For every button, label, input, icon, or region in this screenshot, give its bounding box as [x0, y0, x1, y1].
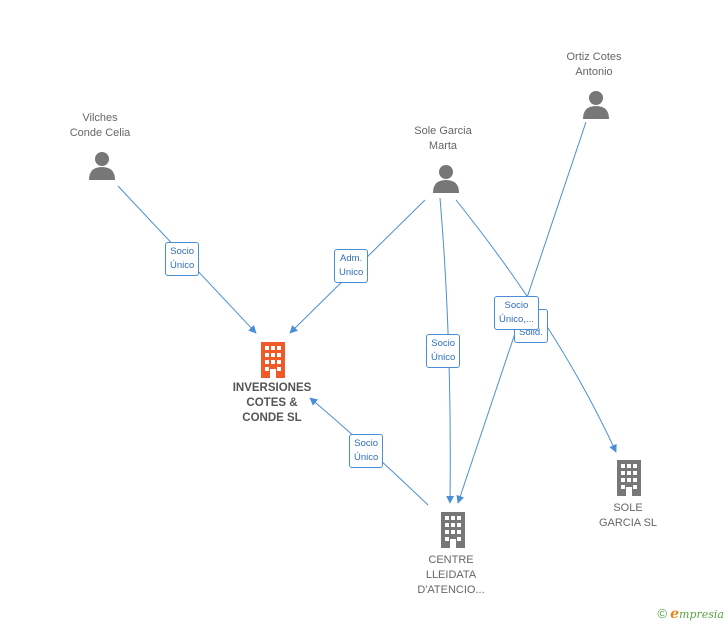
node-label-vilches[interactable]: Vilches Conde Celia: [69, 112, 131, 139]
person-icon[interactable]: [581, 89, 611, 119]
node-label-ortiz[interactable]: Ortiz Cotes Antonio: [566, 51, 622, 78]
relation-label[interactable]: Socio Único,...: [494, 296, 539, 330]
relation-label[interactable]: Socio Único: [349, 434, 384, 468]
node-label-inversiones[interactable]: INVERSIONES COTES & CONDE SL: [232, 382, 312, 424]
edge-sole-marta-sole-sl: [455, 199, 617, 453]
building-icon[interactable]: [439, 512, 467, 548]
relation-label[interactable]: Adm. Unico: [334, 249, 369, 283]
building-icon[interactable]: [615, 460, 643, 496]
node-label-centre[interactable]: CENTRE LLEIDATA D'ATENCIO...: [417, 554, 485, 596]
relation-label[interactable]: Socio Único: [426, 334, 461, 368]
brand-logo[interactable]: ©empresia: [658, 606, 724, 622]
node-label-sole-marta[interactable]: Sole Garcia Marta: [414, 125, 472, 152]
copyright-symbol: ©: [657, 606, 668, 621]
person-icon[interactable]: [431, 163, 461, 193]
building-icon[interactable]: [259, 342, 287, 378]
brand-e: e: [670, 606, 680, 622]
node-label-sole-sl[interactable]: SOLE GARCIA SL: [598, 502, 658, 529]
brand-rest: mpresia: [679, 608, 724, 621]
relation-label[interactable]: Socio Único: [165, 242, 200, 276]
person-icon[interactable]: [87, 150, 117, 180]
